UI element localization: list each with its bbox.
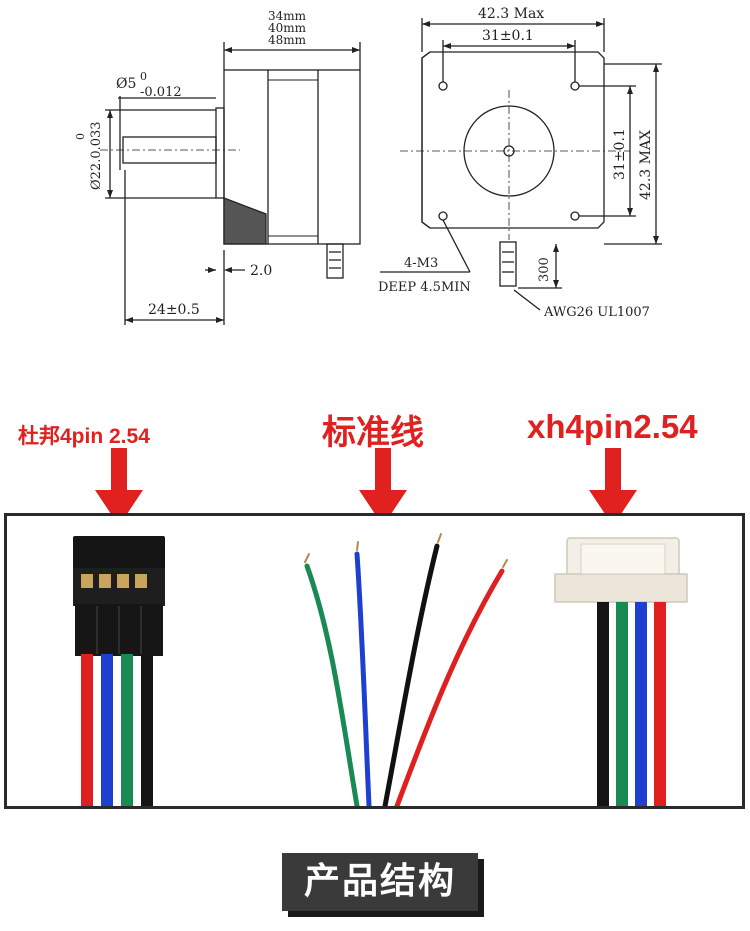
dim-boss-sup: 0 xyxy=(74,133,87,140)
dim-boss-dia: Ø22.0.033 xyxy=(89,121,104,190)
dim-body-width: 42.3 Max xyxy=(478,6,544,22)
dim-hole-spacing: 31±0.1 xyxy=(482,28,534,44)
cable-illustration xyxy=(73,533,688,806)
standard-wires xyxy=(304,533,508,806)
arrow-down-center-icon xyxy=(359,448,407,526)
arrow-down-right-icon xyxy=(589,448,637,526)
xh-connector xyxy=(554,537,688,806)
motor-body-front xyxy=(421,51,605,229)
caption-product-structure: 产品结构 xyxy=(282,853,478,911)
arrow-down-left-icon xyxy=(95,448,143,526)
dim-length-34: 34mm xyxy=(268,9,307,23)
cable-photo-panel xyxy=(4,513,745,809)
dim-lead-length: 300 xyxy=(537,257,552,282)
dim-length-48: 48mm xyxy=(268,33,307,47)
dim-boss-height: 2.0 xyxy=(250,263,272,279)
dim-wire-spec: AWG26 UL1007 xyxy=(543,305,650,320)
dim-shaft-dia-sub: -0.012 xyxy=(140,85,182,100)
label-standard-wire: 标准线 xyxy=(322,414,424,452)
dim-holes-depth: DEEP 4.5MIN xyxy=(378,280,471,295)
motor-dimension-drawing: 34mm 40mm 48mm Ø5 0 -0.012 Ø22.0.033 0 2… xyxy=(74,6,662,325)
label-dupont-4pin: 杜邦4pin 2.54 xyxy=(18,425,150,448)
dupont-connector xyxy=(73,536,165,806)
dim-shaft-dia-sup: 0 xyxy=(140,70,147,83)
dim-shaft-length: 24±0.5 xyxy=(148,302,200,318)
dim-body-height: 42.3 MAX xyxy=(638,130,654,200)
dim-length-40: 40mm xyxy=(268,21,307,35)
dim-holes: 4-M3 xyxy=(404,256,438,271)
dim-shaft-dia: Ø5 xyxy=(116,76,136,92)
dim-hole-spacing-v: 31±0.1 xyxy=(612,128,628,180)
label-xh-4pin: xh4pin2.54 xyxy=(527,408,698,445)
